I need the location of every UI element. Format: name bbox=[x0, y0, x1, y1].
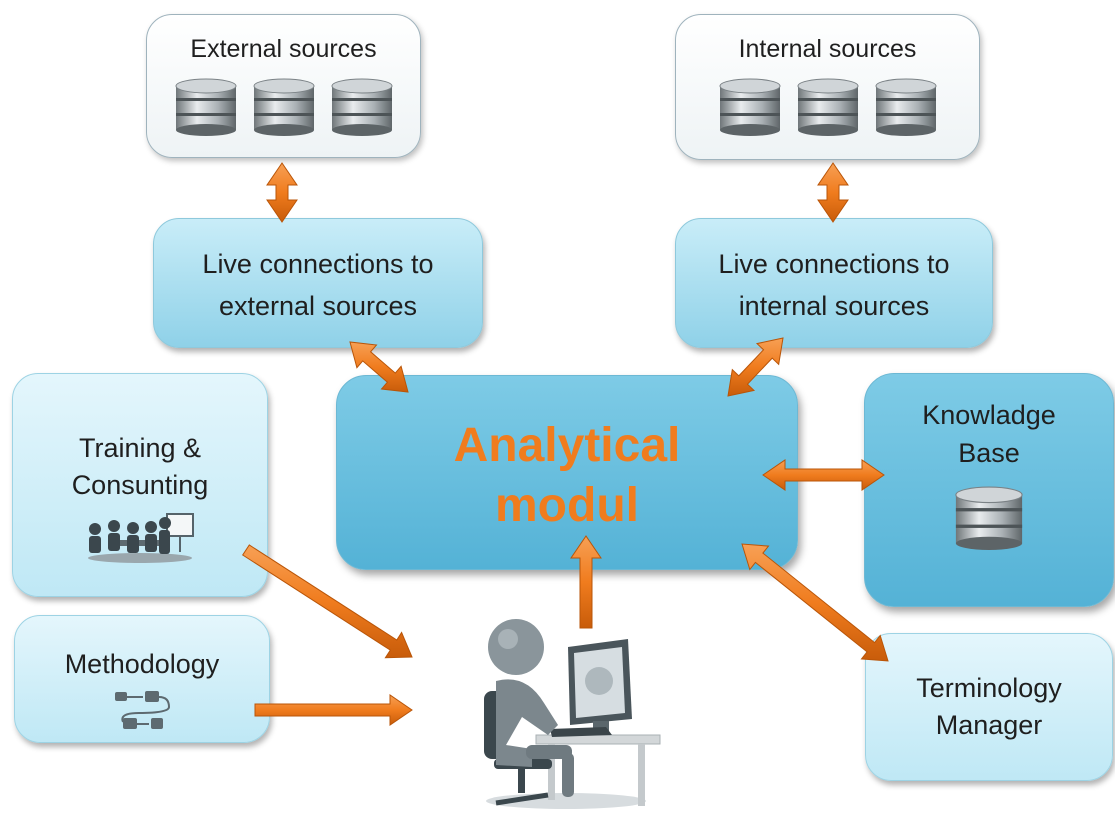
live-internal-box: Live connections to internal sources bbox=[675, 218, 993, 348]
live-internal-line2: internal sources bbox=[738, 291, 930, 321]
flowchart-icon bbox=[109, 689, 175, 743]
training-consulting-box: Training & Consunting bbox=[12, 373, 268, 597]
arrow-live-external-to-analytical bbox=[349, 341, 409, 393]
external-sources-title: External sources bbox=[190, 35, 377, 63]
internal-sources-title: Internal sources bbox=[738, 35, 917, 63]
methodology-title: Methodology bbox=[64, 649, 220, 679]
terminology-manager-box: Terminology Manager bbox=[865, 633, 1113, 781]
analytical-title-line2: modul bbox=[495, 479, 639, 532]
arrow-live-internal-to-analytical bbox=[727, 337, 784, 397]
terminology-line1: Terminology bbox=[916, 673, 1062, 703]
arrow-methodology-to-user bbox=[254, 694, 413, 726]
external-sources-box: External sources bbox=[146, 14, 421, 158]
arrow-internal-to-live bbox=[817, 162, 849, 223]
terminology-line2: Manager bbox=[935, 710, 1043, 740]
live-external-line2: external sources bbox=[218, 291, 418, 321]
arrow-analytical-to-terminology bbox=[741, 543, 889, 662]
arrow-external-to-live bbox=[266, 162, 298, 223]
methodology-box: Methodology bbox=[14, 615, 270, 743]
arrow-training-to-user bbox=[242, 544, 413, 659]
analytical-title-line1: Analytical bbox=[453, 419, 681, 472]
internal-sources-box: Internal sources bbox=[675, 14, 980, 160]
arrow-analytical-to-knowledge bbox=[762, 459, 885, 491]
knowledge-base-box: Knowladge Base bbox=[864, 373, 1114, 607]
live-internal-line1: Live connections to bbox=[718, 249, 950, 279]
arrow-user-to-analytical bbox=[570, 535, 602, 629]
knowledge-base-line2: Base bbox=[958, 438, 1020, 468]
training-line2: Consunting bbox=[71, 470, 209, 500]
meeting-people-icon bbox=[81, 508, 199, 574]
live-external-line1: Live connections to bbox=[202, 249, 434, 279]
training-line1: Training & bbox=[78, 433, 202, 463]
live-external-box: Live connections to external sources bbox=[153, 218, 483, 348]
knowledge-base-line1: Knowladge bbox=[922, 400, 1056, 430]
user-at-computer-icon bbox=[466, 617, 666, 811]
